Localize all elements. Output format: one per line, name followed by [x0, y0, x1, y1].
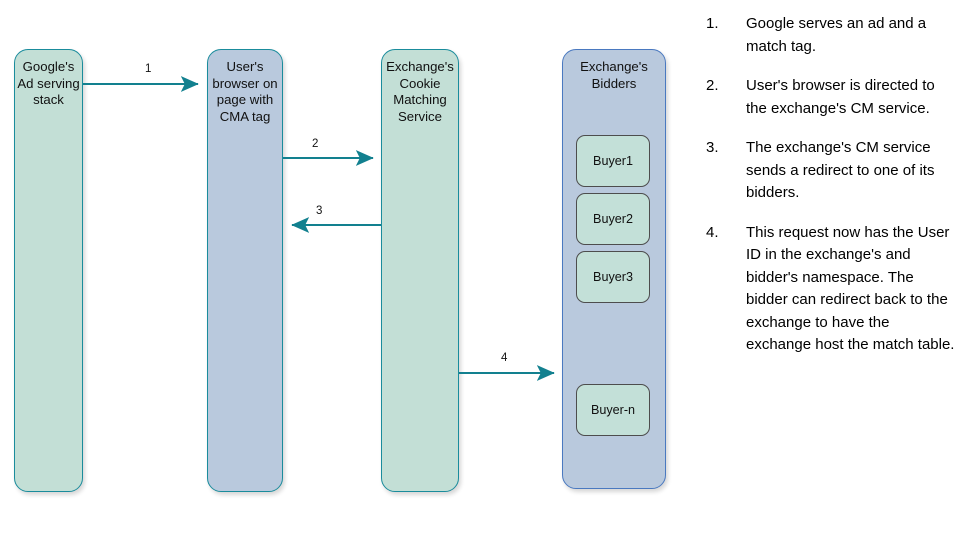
step-item-4: 4. This request now has the User ID in t… — [706, 222, 956, 357]
buyer-chip-buyer1[interactable]: Buyer1 — [576, 135, 650, 187]
steps-list: 1. Google serves an ad and a match tag. … — [706, 13, 956, 374]
buyer-chip-buyer2-label: Buyer2 — [593, 212, 633, 226]
arrow-1-label: 1 — [145, 63, 152, 75]
node-exchange-bidders-label: Exchange's Bidders — [580, 59, 648, 91]
step-3-number: 3. — [706, 139, 719, 156]
node-exchange-cookie-matching-service: Exchange's Cookie Matching Service — [381, 49, 459, 492]
node-user-browser-label: User's browser on page with CMA tag — [212, 59, 278, 124]
step-item-2: 2. User's browser is directed to the exc… — [706, 75, 956, 120]
buyer-chip-buyer2[interactable]: Buyer2 — [576, 193, 650, 245]
buyer-chip-buyer3-label: Buyer3 — [593, 270, 633, 284]
step-item-3: 3. The exchange's CM service sends a red… — [706, 137, 956, 205]
step-1-text: Google serves an ad and a match tag. — [746, 15, 927, 55]
step-2-number: 2. — [706, 77, 719, 94]
node-google-ad-serving-stack: Google's Ad serving stack — [14, 49, 83, 492]
node-exchange-bidders: Exchange's Bidders Buyer1 Buyer2 Buyer3 … — [562, 49, 666, 489]
buyer-chip-buyern-label: Buyer-n — [590, 403, 636, 417]
buyer-chip-buyer3[interactable]: Buyer3 — [576, 251, 650, 303]
arrow-2-label: 2 — [312, 138, 319, 150]
buyer-chip-buyer1-label: Buyer1 — [593, 154, 633, 168]
arrow-3-label: 3 — [316, 205, 323, 217]
arrow-4-label: 4 — [501, 352, 508, 364]
node-user-browser: User's browser on page with CMA tag — [207, 49, 283, 492]
step-4-number: 4. — [706, 223, 719, 241]
node-google-ad-serving-stack-label: Google's Ad serving stack — [17, 59, 80, 107]
node-exchange-cookie-matching-service-label: Exchange's Cookie Matching Service — [386, 59, 454, 124]
step-4-text: This request now has the User ID in the … — [746, 223, 955, 354]
step-1-number: 1. — [706, 15, 719, 32]
step-3-text: The exchange's CM service sends a redire… — [746, 139, 935, 201]
step-item-1: 1. Google serves an ad and a match tag. — [706, 13, 956, 58]
step-2-text: User's browser is directed to the exchan… — [746, 77, 935, 117]
buyer-chip-buyern[interactable]: Buyer-n — [576, 384, 650, 436]
